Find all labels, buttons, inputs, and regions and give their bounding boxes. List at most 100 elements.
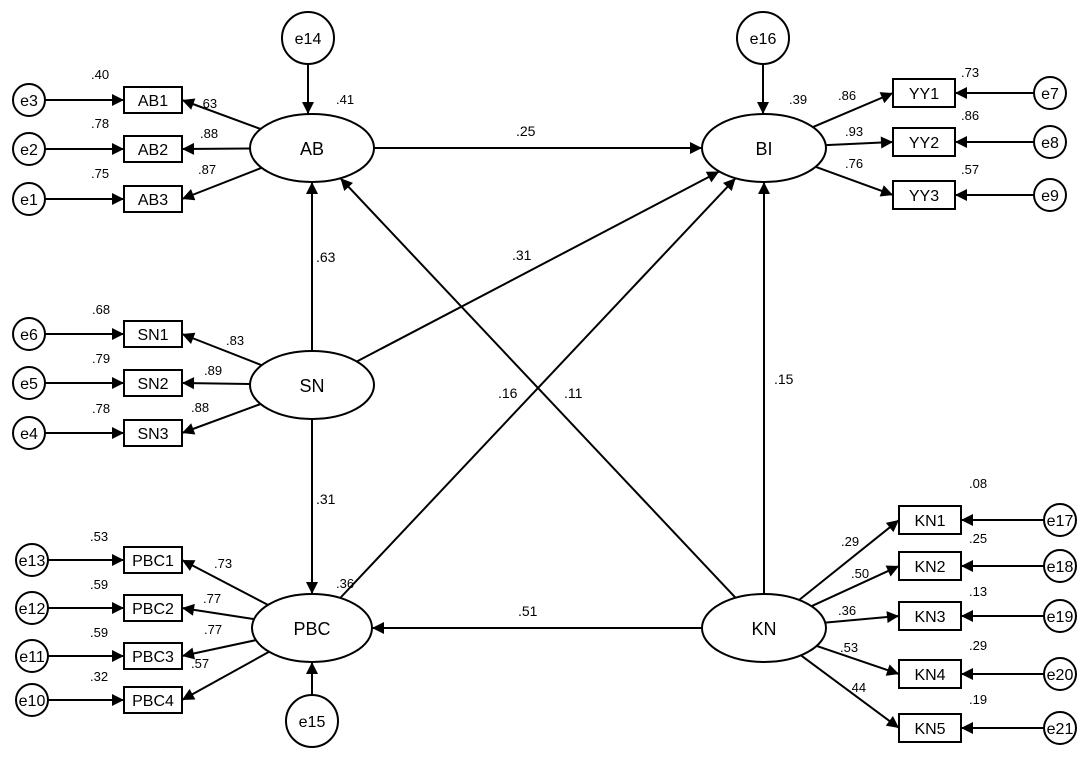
disturbance-label-e14: e14 xyxy=(295,31,322,48)
loading-value-kn2: .50 xyxy=(851,566,869,581)
loading-arrow-yy3 xyxy=(815,165,894,197)
latent-r2-bi: .39 xyxy=(789,92,807,107)
loading-arrow-yy2 xyxy=(825,136,894,149)
path-arrow-sn-to-bi xyxy=(356,170,720,363)
indicator-r2-pbc2: .59 xyxy=(90,577,108,592)
error-circle-e2 xyxy=(12,132,46,166)
path-coef-kn-to-ab: .11 xyxy=(564,385,583,401)
loading-value-sn1: .83 xyxy=(226,333,244,348)
error-label-e4: e4 xyxy=(20,426,38,443)
path-coef-sn-to-ab: .63 xyxy=(316,249,336,265)
latent-ellipse-ab xyxy=(249,113,375,183)
latent-r2-ab: .41 xyxy=(336,92,354,107)
indicator-label-sn2: SN2 xyxy=(137,376,168,393)
error-circle-e21 xyxy=(1043,711,1077,745)
indicator-label-pbc1: PBC1 xyxy=(132,553,174,570)
loading-arrow-pbc3 xyxy=(181,639,257,660)
error-circle-e19 xyxy=(1043,599,1077,633)
indicator-box-sn1 xyxy=(123,320,183,348)
indicator-box-ab3 xyxy=(123,185,183,213)
indicator-r2-sn1: .68 xyxy=(92,302,110,317)
indicator-label-yy3: YY3 xyxy=(909,188,939,205)
path-coef-kn-to-bi: .15 xyxy=(774,371,794,387)
loading-value-sn2: .89 xyxy=(204,363,222,378)
loading-value-ab2: .88 xyxy=(200,126,218,141)
error-circle-e8 xyxy=(1033,125,1067,159)
indicator-r2-sn2: .79 xyxy=(92,351,110,366)
disturbance-circle-e15 xyxy=(285,694,339,748)
indicator-box-sn2 xyxy=(123,369,183,397)
indicator-label-yy1: YY1 xyxy=(909,86,939,103)
indicator-label-pbc3: PBC3 xyxy=(132,649,174,666)
indicator-r2-yy3: .57 xyxy=(961,162,979,177)
error-label-e12: e12 xyxy=(19,601,46,618)
error-label-e18: e18 xyxy=(1047,559,1074,576)
loading-value-kn5: .44 xyxy=(848,680,866,695)
error-label-e6: e6 xyxy=(20,327,38,344)
indicator-r2-ab1: .40 xyxy=(91,67,109,82)
indicator-r2-kn3: .13 xyxy=(969,584,987,599)
loading-value-pbc4: .57 xyxy=(191,656,209,671)
latent-label-kn: KN xyxy=(751,619,776,639)
indicator-label-pbc4: PBC4 xyxy=(132,693,174,710)
loading-value-kn1: .29 xyxy=(841,534,859,549)
latent-ellipse-pbc xyxy=(251,593,373,663)
indicator-r2-kn2: .25 xyxy=(969,531,987,546)
error-circle-e12 xyxy=(15,591,49,625)
indicator-r2-pbc4: .32 xyxy=(90,669,108,684)
indicator-label-kn1: KN1 xyxy=(914,513,945,530)
error-label-e7: e7 xyxy=(1041,86,1059,103)
disturbance-circle-e16 xyxy=(736,11,790,65)
error-label-e8: e8 xyxy=(1041,135,1059,152)
indicator-r2-kn1: .08 xyxy=(969,476,987,491)
error-label-e9: e9 xyxy=(1041,188,1059,205)
error-circle-e4 xyxy=(12,416,46,450)
latent-label-bi: BI xyxy=(755,139,772,159)
indicator-box-yy3 xyxy=(892,180,956,210)
loading-arrow-ab3 xyxy=(181,166,262,201)
error-circle-e5 xyxy=(12,366,46,400)
indicator-r2-yy2: .86 xyxy=(961,108,979,123)
path-coef-sn-to-pbc: .31 xyxy=(316,491,336,507)
indicator-label-kn3: KN3 xyxy=(914,609,945,626)
indicator-box-kn2 xyxy=(898,551,962,581)
indicator-label-ab1: AB1 xyxy=(138,93,168,110)
error-label-e10: e10 xyxy=(19,693,46,710)
loading-arrow-sn3 xyxy=(181,403,261,435)
indicator-box-kn1 xyxy=(898,505,962,535)
error-label-e17: e17 xyxy=(1047,513,1074,530)
path-coef-kn-to-pbc: .51 xyxy=(518,603,538,619)
disturbance-circle-e14 xyxy=(281,11,335,65)
loading-value-sn3: .88 xyxy=(191,400,209,415)
indicator-box-yy2 xyxy=(892,127,956,157)
latent-r2-pbc: .36 xyxy=(336,576,354,591)
error-circle-e9 xyxy=(1033,178,1067,212)
indicator-label-sn3: SN3 xyxy=(137,426,168,443)
indicator-label-kn2: KN2 xyxy=(914,559,945,576)
indicator-r2-pbc3: .59 xyxy=(90,625,108,640)
loading-arrow-kn5 xyxy=(800,654,900,729)
loading-value-kn3: .36 xyxy=(838,603,856,618)
loading-arrow-sn2 xyxy=(181,377,251,390)
error-label-e21: e21 xyxy=(1047,721,1074,738)
path-coef-pbc-to-bi: .16 xyxy=(498,385,518,401)
disturbance-label-e15: e15 xyxy=(299,714,326,731)
indicator-box-kn5 xyxy=(898,713,962,743)
indicator-r2-yy1: .73 xyxy=(961,65,979,80)
error-label-e1: e1 xyxy=(20,192,38,209)
indicator-r2-ab2: .78 xyxy=(91,116,109,131)
loading-value-kn4: .53 xyxy=(840,640,858,655)
indicator-box-sn3 xyxy=(123,419,183,447)
indicator-box-pbc3 xyxy=(123,642,183,670)
loading-arrow-kn4 xyxy=(816,644,900,676)
indicator-r2-pbc1: .53 xyxy=(90,529,108,544)
error-circle-e17 xyxy=(1043,503,1077,537)
loading-value-pbc3: .77 xyxy=(204,622,222,637)
error-label-e3: e3 xyxy=(20,93,38,110)
indicator-r2-kn5: .19 xyxy=(969,692,987,707)
error-circle-e20 xyxy=(1043,657,1077,691)
error-label-e13: e13 xyxy=(19,553,46,570)
error-circle-e11 xyxy=(15,639,49,673)
error-label-e11: e11 xyxy=(19,649,45,666)
loading-arrow-kn1 xyxy=(798,519,900,601)
